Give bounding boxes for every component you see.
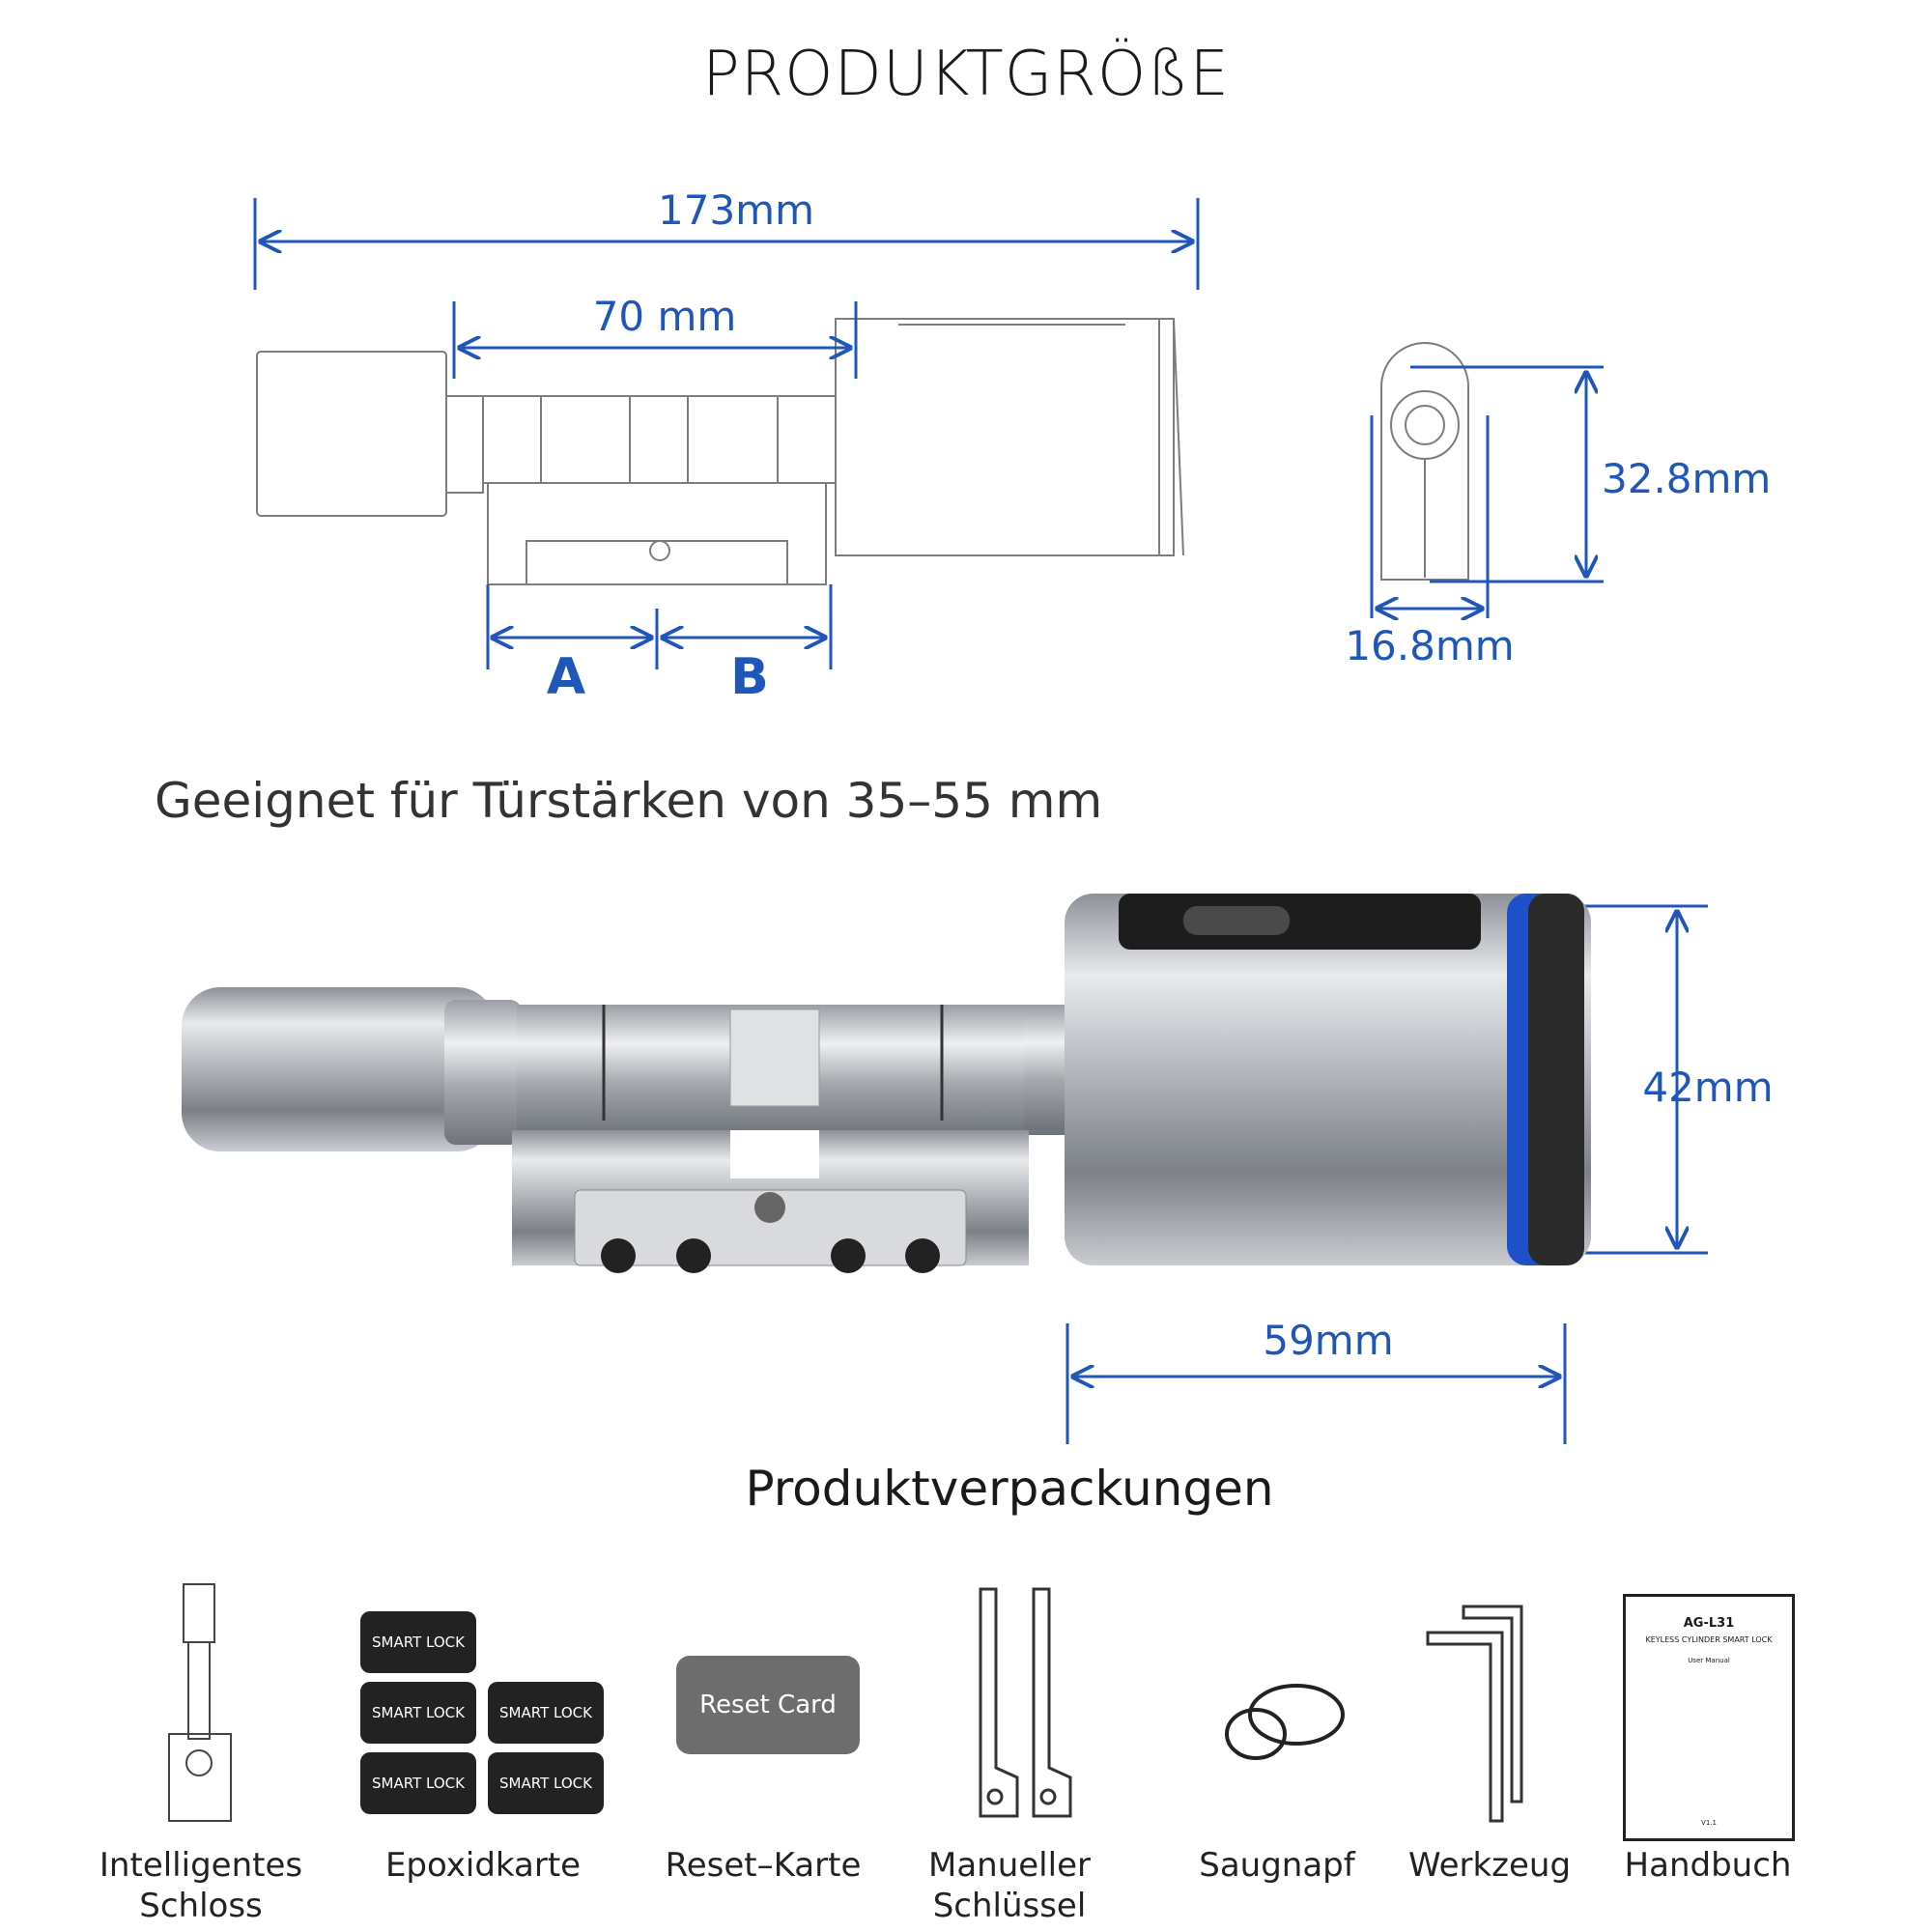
- dim-middle-label: 70 mm: [593, 293, 737, 340]
- suction-cup-icon: [1225, 1684, 1345, 1760]
- dimension-lines: [253, 198, 1708, 1444]
- item-label-epoxy-card: Epoxidkarte: [384, 1846, 582, 1885]
- dim-height-label: 32.8mm: [1602, 455, 1771, 502]
- item-label-reset-card: Reset–Karte: [665, 1846, 862, 1885]
- dim-width-label: 16.8mm: [1345, 622, 1514, 669]
- label-a: A: [547, 648, 585, 706]
- photo-height-label: 42mm: [1642, 1064, 1773, 1111]
- page-title: PRODUKTGRÖßE: [702, 39, 1230, 110]
- manual-version: V1.1: [1701, 1819, 1717, 1827]
- dim-total-label: 173mm: [658, 186, 814, 234]
- manual-doc: User Manual: [1688, 1657, 1730, 1664]
- label-b: B: [730, 648, 769, 706]
- epoxy-card: SMART LOCK: [360, 1752, 476, 1814]
- allen-key-icon: [1426, 1605, 1523, 1823]
- door-thickness-note: Geeignet für Türstärken von 35–55 mm: [155, 773, 1103, 829]
- reset-card: Reset Card: [676, 1656, 860, 1754]
- manual-subtitle: KEYLESS CYLINDER SMART LOCK: [1645, 1635, 1773, 1644]
- photo-length-label: 59mm: [1263, 1317, 1393, 1364]
- epoxy-card: SMART LOCK: [360, 1682, 476, 1744]
- smart-lock-photo: [182, 894, 1591, 1273]
- epoxy-card: SMART LOCK: [488, 1682, 604, 1744]
- smart-lock-icon: [168, 1583, 232, 1822]
- packaging-title: Produktverpackungen: [745, 1461, 1274, 1517]
- item-label-suction-cup: Saugnapf: [1199, 1846, 1355, 1885]
- cylinder-outline-drawing: [256, 318, 1469, 585]
- item-label-tool: Werkzeug: [1407, 1846, 1572, 1885]
- user-manual: AG-L31 KEYLESS CYLINDER SMART LOCK User …: [1623, 1594, 1795, 1841]
- mechanical-key-icon: [979, 1587, 1072, 1818]
- epoxy-card: SMART LOCK: [488, 1752, 604, 1814]
- item-label-manual: Handbuch: [1624, 1846, 1792, 1885]
- manual-model: AG-L31: [1683, 1616, 1735, 1631]
- epoxy-card: SMART LOCK: [360, 1611, 476, 1673]
